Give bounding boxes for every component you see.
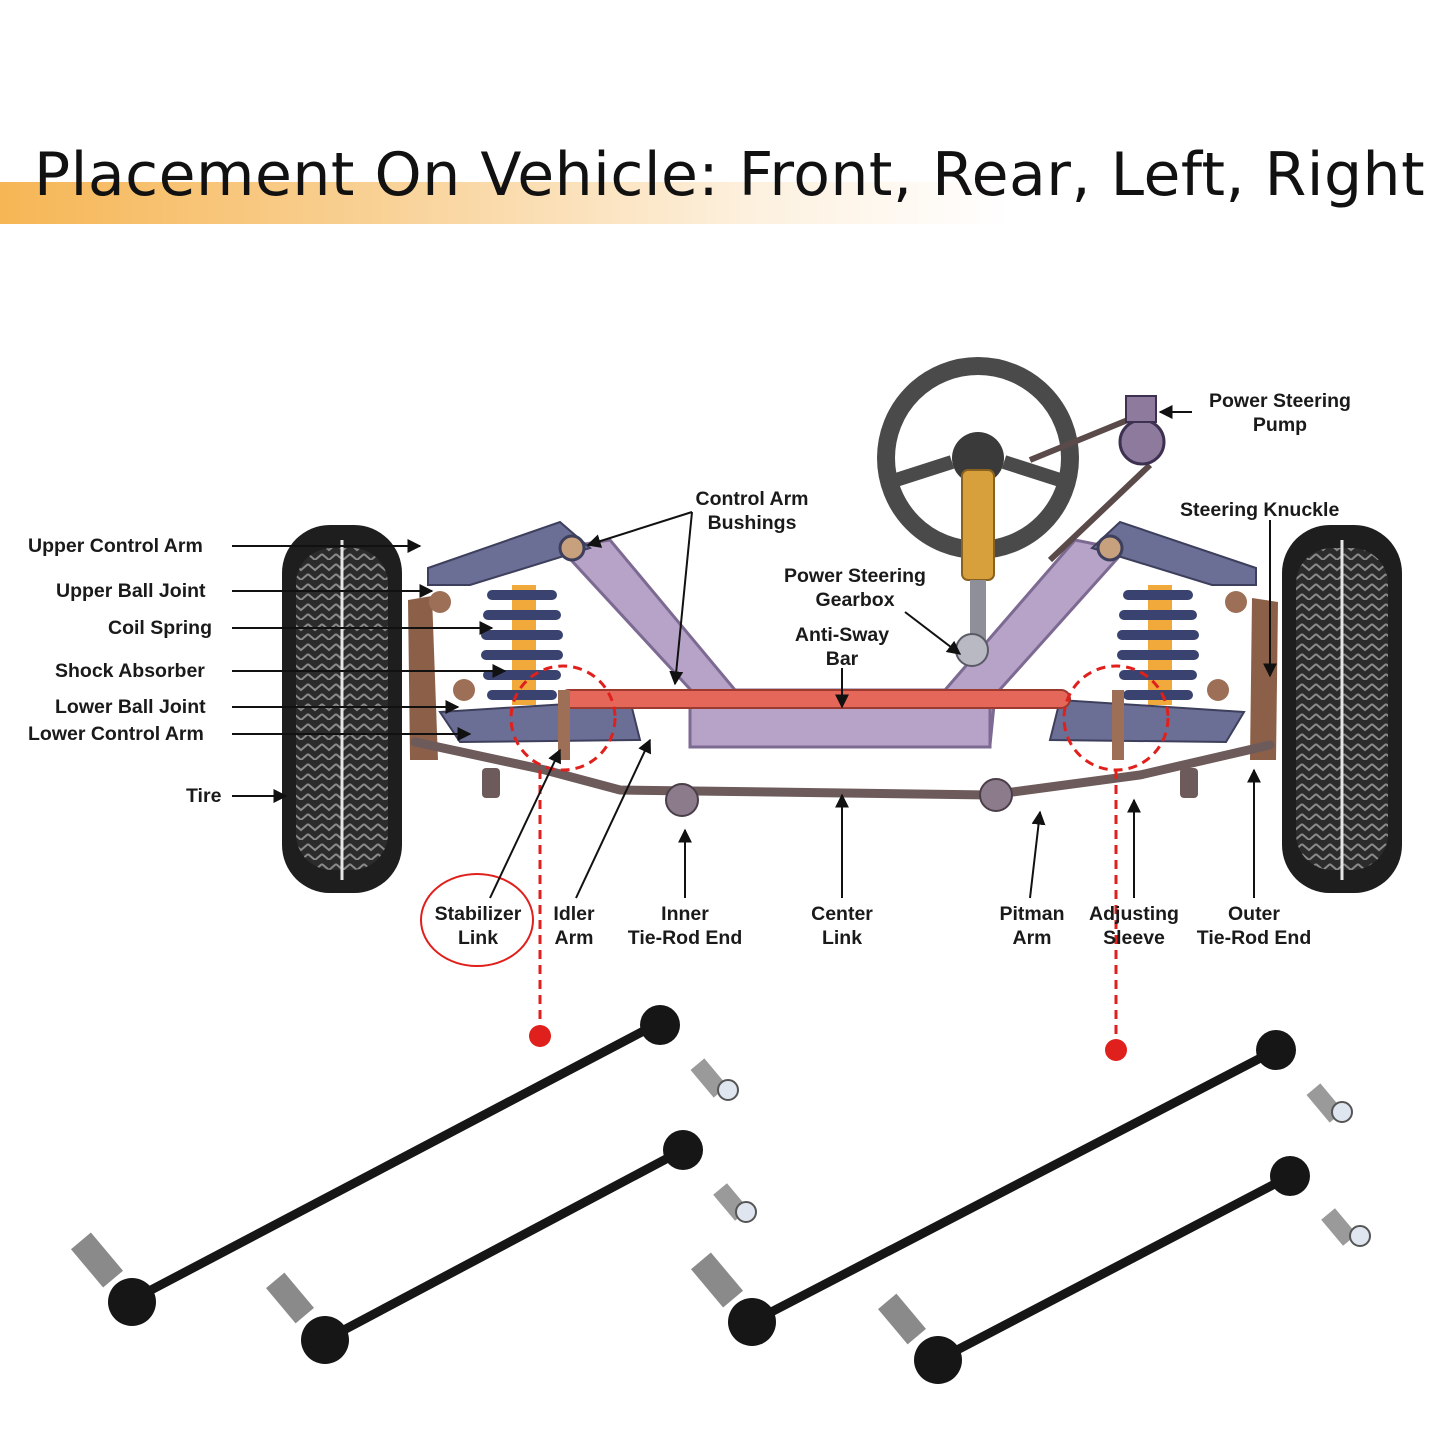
right-steering-knuckle bbox=[1250, 598, 1278, 760]
title-highlight-band bbox=[0, 182, 1010, 224]
label-outer-tie-rod-end: Outer Tie-Rod End bbox=[1196, 903, 1312, 949]
label-lower-ball-joint: Lower Ball Joint bbox=[55, 696, 206, 718]
right-lower-ball-joint bbox=[1207, 679, 1229, 701]
pitman-arm-part bbox=[979, 778, 1013, 812]
label-idler-arm: Idler Arm bbox=[553, 903, 595, 949]
label-lower-control-arm: Lower Control Arm bbox=[28, 723, 204, 745]
right-tire bbox=[1282, 525, 1402, 893]
stabilizer-link-label-circle bbox=[420, 873, 534, 967]
right-lower-control-arm bbox=[1048, 698, 1246, 744]
left-bushing bbox=[558, 534, 586, 562]
leader-arrows bbox=[232, 405, 1277, 899]
page-title: Placement On Vehicle: Front, Rear, Left,… bbox=[34, 140, 1426, 210]
right-upper-control-arm bbox=[1090, 520, 1257, 586]
label-upper-ball-joint: Upper Ball Joint bbox=[56, 580, 206, 602]
label-power-steering-pump: Power Steering Pump bbox=[1209, 390, 1351, 436]
power-steering-pump bbox=[1028, 395, 1166, 563]
left-drop-dot bbox=[529, 1025, 551, 1047]
inner-tie-rod-end-part bbox=[665, 783, 699, 817]
left-stabilizer-link-part bbox=[558, 690, 570, 760]
right-upper-ball-joint bbox=[1225, 591, 1247, 613]
product-link-2 bbox=[266, 1130, 757, 1364]
label-stabilizer-link: Stabilizer Link bbox=[434, 903, 522, 949]
left-steering-knuckle bbox=[408, 596, 438, 760]
label-adjusting-sleeve: Adjusting Sleeve bbox=[1089, 903, 1179, 949]
label-coil-spring: Coil Spring bbox=[108, 617, 212, 639]
label-inner-tie-rod-end: Inner Tie-Rod End bbox=[627, 903, 743, 949]
label-center-link: Center Link bbox=[811, 903, 873, 949]
label-upper-control-arm: Upper Control Arm bbox=[28, 535, 203, 557]
right-drop-dot bbox=[1105, 1039, 1127, 1061]
right-adjusting-sleeve-part bbox=[1180, 768, 1198, 798]
right-coil-spring bbox=[1117, 585, 1199, 705]
right-bushing bbox=[1096, 534, 1124, 562]
product-link-3 bbox=[690, 1030, 1353, 1346]
anti-sway-bar bbox=[559, 689, 1071, 709]
label-tire: Tire bbox=[186, 785, 222, 807]
left-lower-ball-joint bbox=[453, 679, 475, 701]
label-pitman-arm: Pitman Arm bbox=[999, 903, 1065, 949]
label-steering-knuckle: Steering Knuckle bbox=[1180, 499, 1340, 521]
steering-wheel bbox=[877, 357, 1079, 667]
label-control-arm-bushings: Control Arm Bushings bbox=[695, 488, 809, 534]
product-link-1 bbox=[70, 1005, 739, 1326]
label-power-steering-gearbox: Power Steering Gearbox bbox=[784, 565, 926, 611]
label-shock-absorber: Shock Absorber bbox=[55, 660, 205, 682]
left-tire bbox=[282, 525, 402, 893]
left-link-highlight bbox=[509, 664, 617, 772]
left-adjusting-sleeve-part bbox=[482, 768, 500, 798]
label-anti-sway-bar: Anti-Sway Bar bbox=[794, 624, 890, 670]
right-stabilizer-link-part bbox=[1112, 690, 1124, 760]
left-upper-ball-joint bbox=[429, 591, 451, 613]
steering-linkage bbox=[410, 737, 1275, 800]
product-link-4 bbox=[878, 1156, 1371, 1384]
left-upper-control-arm bbox=[427, 520, 593, 586]
